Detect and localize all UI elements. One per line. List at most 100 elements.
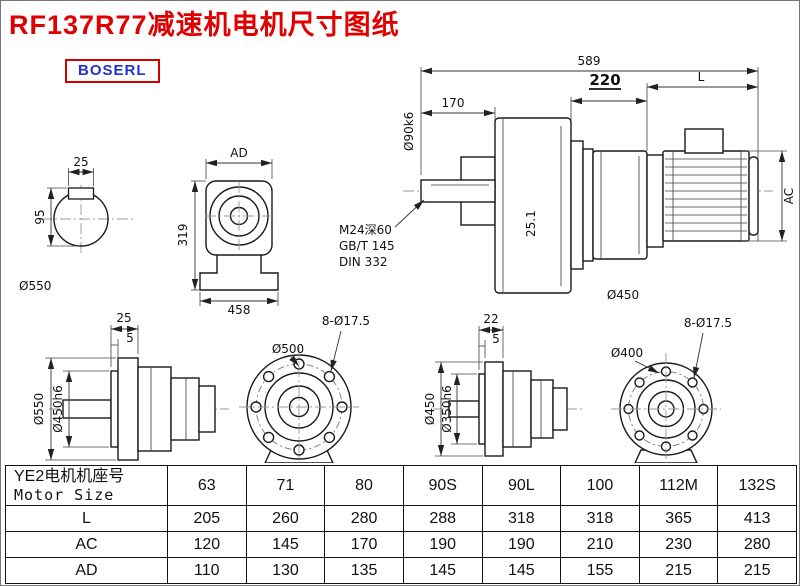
gearbox1-housing	[494, 117, 572, 294]
motor-body	[662, 150, 750, 242]
cell: 215	[638, 557, 719, 584]
cell: 230	[638, 531, 719, 558]
dim-flange-thickness-label: 22	[483, 312, 498, 326]
dim-motor-diameter-label: AC	[782, 188, 796, 204]
cell: 190	[481, 531, 562, 558]
cell: 145	[481, 557, 562, 584]
housing-step3	[552, 387, 568, 431]
size-col-71: 71	[245, 465, 326, 506]
spigot	[110, 370, 119, 448]
table-row-ad: AD 110 130 135 145 145 155 215 215	[5, 557, 797, 584]
page-title: RF137R77减速机电机尺寸图纸	[9, 10, 400, 40]
main-side-view: 589 L 220 170 Ø90k6 25.1	[339, 54, 796, 302]
shaft-hole	[288, 396, 310, 418]
dim-outer-diameter-label: Ø450	[423, 393, 437, 425]
cell: 135	[324, 557, 404, 584]
dim-flange-diameter-label: Ø450	[607, 288, 639, 302]
dim-bolt-circle-label: Ø400	[611, 346, 643, 360]
bolt-holes	[250, 358, 348, 456]
leader	[289, 355, 300, 367]
keyway	[67, 187, 95, 200]
mounting-base	[199, 255, 279, 291]
cell: 280	[717, 531, 797, 558]
cell: 120	[167, 531, 247, 558]
cell: 170	[324, 531, 404, 558]
housing-step2	[530, 379, 554, 439]
housing-step2	[170, 377, 200, 441]
gearbox-front-view: AD 319 458	[176, 146, 279, 317]
size-col-90s: 90S	[402, 465, 483, 506]
flange-front-view-large: Ø500 8-Ø17.5	[239, 314, 370, 463]
std-note1-label: GB/T 145	[339, 239, 395, 253]
dim-flange-thickness-label: 25	[116, 311, 131, 325]
housing-step1	[137, 366, 172, 452]
cell: 280	[324, 505, 404, 532]
dim-key-note-label: 25.1	[524, 210, 538, 237]
flange-front-view-small: Ø400 8-Ø17.5	[611, 316, 732, 463]
row-label: AD	[5, 557, 168, 584]
flange-plate	[117, 357, 139, 461]
flange-side-view-small: 22 5 Ø450 Ø350h6	[423, 312, 583, 457]
dim-shaft-diameter-label: Ø90k6	[402, 112, 416, 151]
dim-height-label: 319	[176, 224, 190, 247]
dim-bolt-holes-label: 8-Ø17.5	[322, 314, 370, 328]
housing-step1	[502, 370, 532, 448]
dim-bolt-circle-label: Ø500	[272, 342, 304, 356]
dim-ad-label: AD	[230, 146, 247, 160]
dim-shaft-length-label: 170	[442, 96, 465, 110]
size-col-63: 63	[167, 465, 247, 506]
technical-drawing: 25 95 Ø550 AD 319 458	[19, 54, 796, 463]
motor-size-header: YE2电机机座号 Motor Size	[5, 465, 168, 506]
cell: 130	[245, 557, 326, 584]
cell: 318	[560, 505, 640, 532]
dim-spigot-depth-label: 5	[126, 331, 134, 345]
intermediate-flange	[570, 140, 584, 270]
motor-size-header-cn: YE2电机机座号	[14, 468, 125, 485]
size-col-132s: 132S	[717, 465, 797, 506]
dim-shaft-dia-label: Ø550	[19, 279, 51, 293]
dim-spigot-diameter-label: Ø450h6	[51, 385, 65, 433]
brand-logo: BOSERL	[65, 59, 160, 83]
cell: 210	[560, 531, 640, 558]
input-shaft	[420, 179, 496, 203]
dim-motor-length-label: L	[698, 70, 705, 84]
table-row-l: L 205 260 280 288 318 318 365 413	[5, 505, 797, 532]
dim-base-width-label: 458	[228, 303, 251, 317]
housing-outline	[205, 180, 273, 256]
size-col-90l: 90L	[481, 465, 562, 506]
cell: 145	[245, 531, 326, 558]
housing-step3	[198, 385, 216, 433]
cell: 205	[167, 505, 247, 532]
table-row-ac: AC 120 145 170 190 190 210 230 280	[5, 531, 797, 558]
size-col-100: 100	[560, 465, 640, 506]
motor-fins	[665, 151, 747, 241]
spigot	[478, 373, 486, 445]
cell: 190	[402, 531, 483, 558]
cell: 318	[481, 505, 562, 532]
table-header-row: YE2电机机座号 Motor Size 63 71 80 90S 90L 100…	[5, 465, 797, 506]
row-label: AC	[5, 531, 168, 558]
cell: 413	[717, 505, 797, 532]
note-leader	[394, 199, 425, 228]
flange-side-view-large: 25 5 Ø550 Ø450h6	[32, 311, 229, 461]
cell: 155	[560, 557, 640, 584]
terminal-box	[684, 128, 724, 154]
fan-cover	[748, 156, 759, 236]
size-col-112m: 112M	[638, 465, 719, 506]
dim-stage-label: 220	[589, 71, 620, 89]
dim-spigot-depth-label: 5	[492, 332, 500, 346]
std-note2-label: DIN 332	[339, 255, 387, 269]
dimension-table: YE2电机机座号 Motor Size 63 71 80 90S 90L 100…	[5, 465, 797, 584]
leader	[330, 330, 342, 372]
leader	[634, 360, 660, 374]
output-shaft	[62, 399, 112, 419]
cell: 365	[638, 505, 719, 532]
dim-section-height-label: 95	[33, 209, 47, 224]
motor-size-header-en: Motor Size	[14, 486, 115, 504]
dim-key-width-label: 25	[73, 155, 88, 169]
dim-spigot-diameter-label: Ø350h6	[440, 385, 454, 433]
flange-plate	[484, 361, 504, 457]
dim-overall-label: 589	[578, 54, 601, 68]
cell: 260	[245, 505, 326, 532]
